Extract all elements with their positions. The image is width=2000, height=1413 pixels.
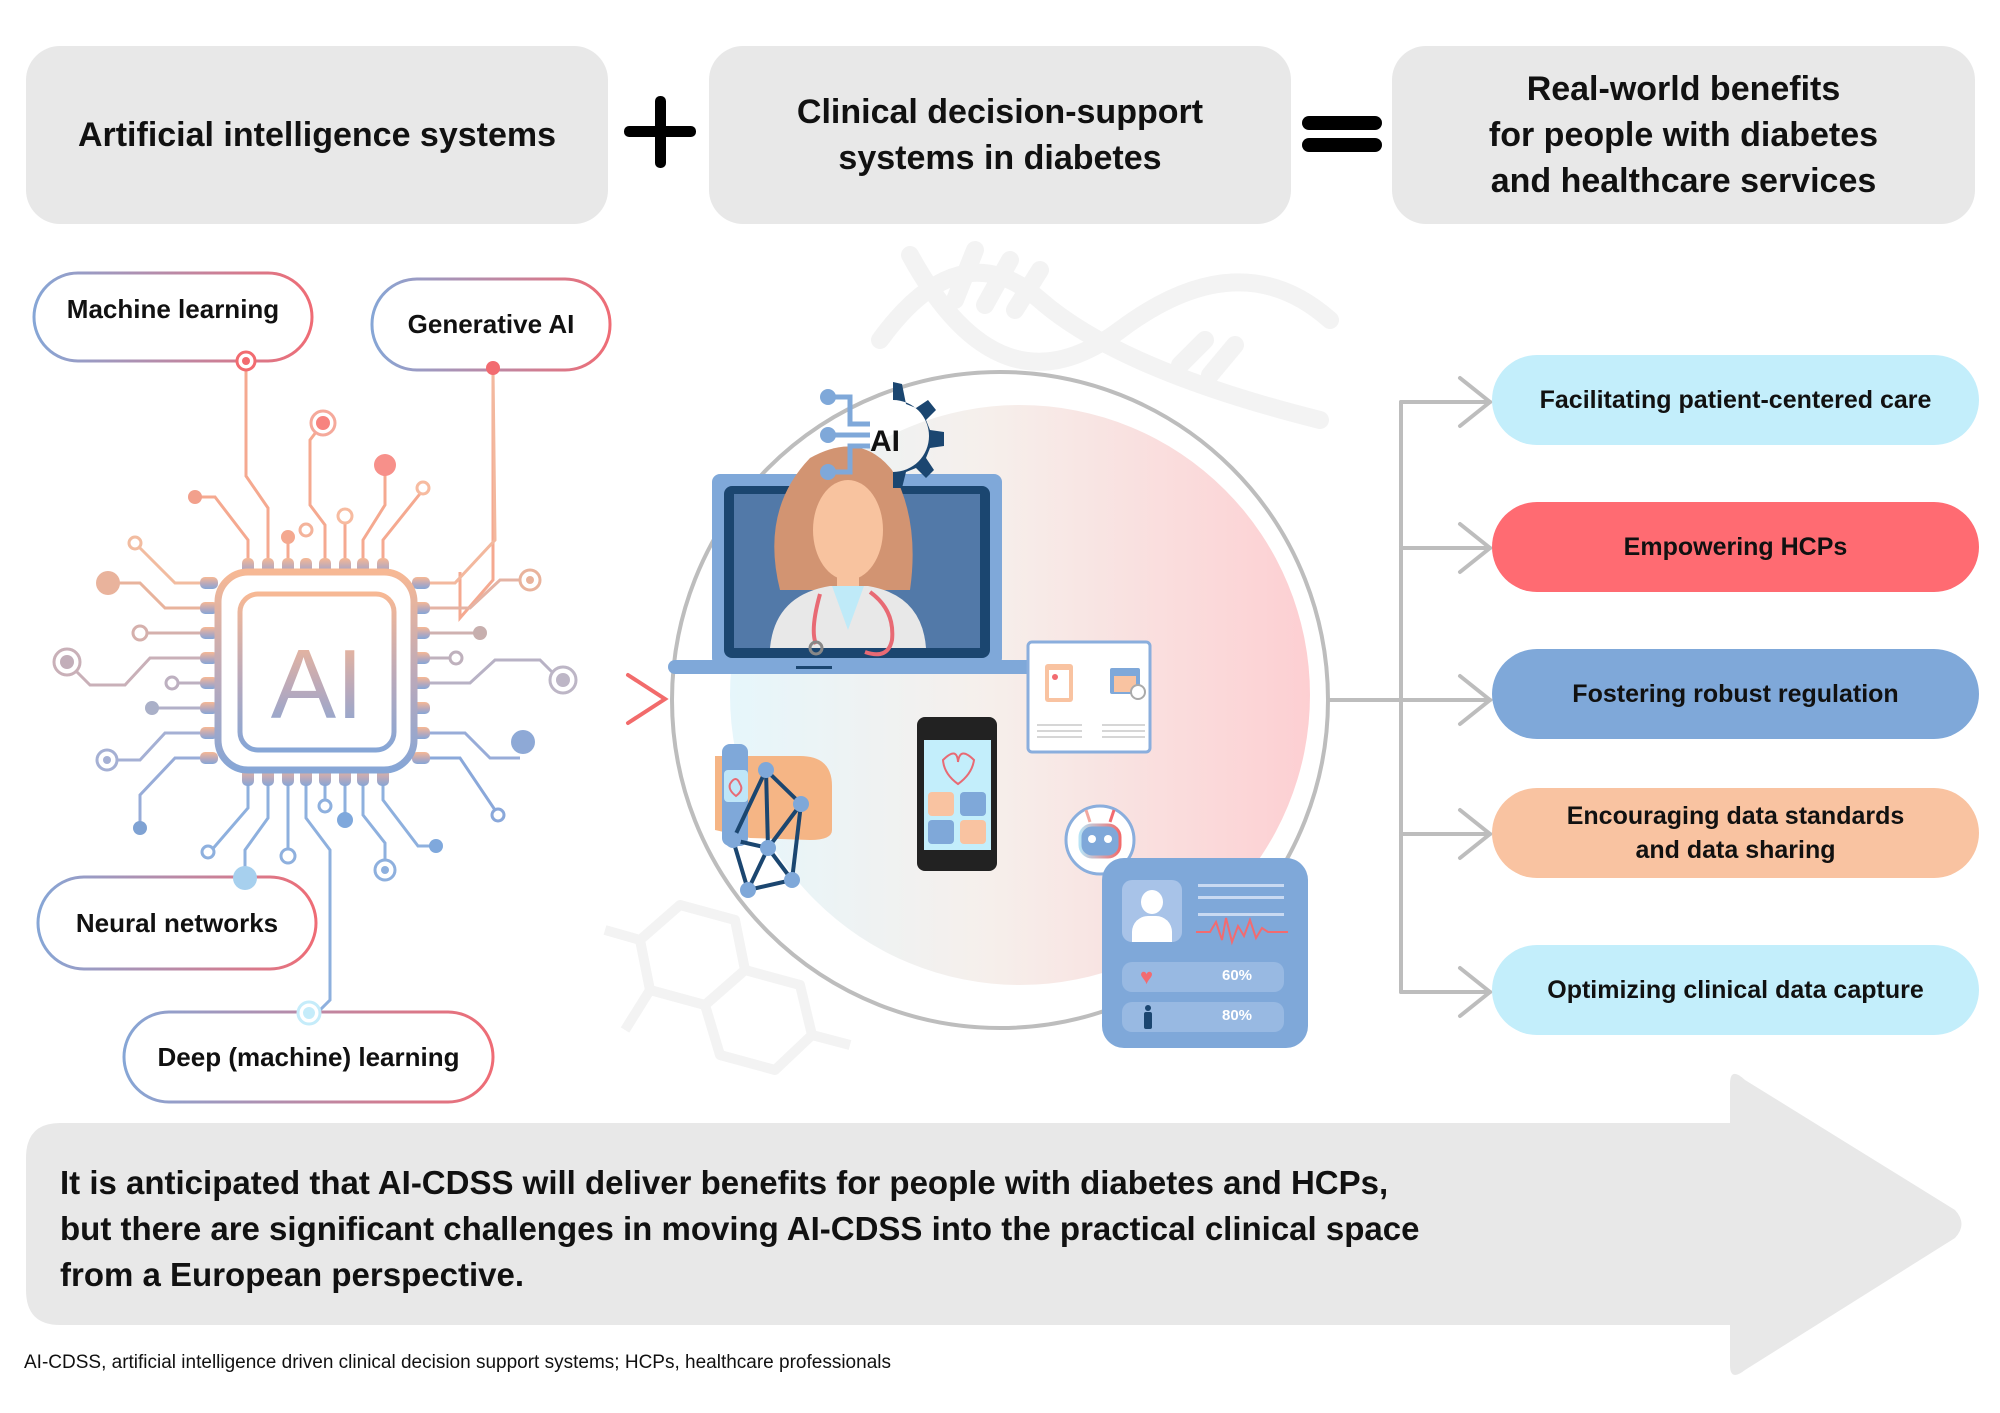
- footnote: AI-CDSS, artificial intelligence driven …: [24, 1352, 891, 1373]
- heart-icon: ♥: [1140, 964, 1154, 989]
- ai-type-label: Machine learning: [66, 293, 280, 324]
- cdss-label-line2: systems in diabetes: [838, 139, 1162, 177]
- smartwatch-icon: [715, 744, 832, 846]
- benefit-data-standards: Encouraging data standards and data shar…: [1492, 788, 1979, 878]
- patient-info-lines: [1198, 884, 1284, 916]
- summary-arrow: [26, 1073, 1962, 1375]
- ai-type-neural-networks: Neural networks: [38, 877, 316, 969]
- ai-gear-label: AI: [870, 425, 900, 458]
- summary-line3: from a European perspective.: [60, 1256, 524, 1293]
- dna-helix-decoration: [871, 241, 1339, 429]
- connector-arrowhead-icon: [626, 673, 669, 725]
- patient-avatar-icon: [1122, 880, 1182, 942]
- benefit-patient-centered-care: Facilitating patient-centered care: [1492, 355, 1979, 445]
- arrowhead-icon: [1458, 522, 1494, 574]
- ai-type-pill-outlines: [32, 271, 612, 1104]
- summary-text: It is anticipated that AI-CDSS will deli…: [60, 1160, 1620, 1298]
- ai-type-machine-learning: Machine learning: [34, 273, 312, 345]
- ai-type-generative-ai: Generative AI: [372, 279, 610, 370]
- ai-type-label: Neural networks: [75, 907, 279, 938]
- doctor-laptop-icon: [668, 446, 1054, 674]
- ai-systems-label: Artificial intelligence systems: [77, 116, 557, 154]
- chip-label: AI: [271, 629, 364, 739]
- heart-rate-row: ♥ 60%: [1122, 962, 1284, 992]
- person-icon: [1144, 1005, 1152, 1029]
- benefit-label: Empowering HCPs: [1623, 533, 1848, 561]
- benefit-label: Facilitating patient-centered care: [1539, 386, 1932, 414]
- patient-info-line: [1198, 896, 1284, 899]
- chatbot-icon: [1064, 804, 1136, 876]
- chip-inner: [237, 591, 397, 753]
- circuit-nodes-sides: [52, 535, 578, 835]
- summary-line2: but there are significant challenges in …: [60, 1210, 1420, 1247]
- benefits-box: Real-world benefits for people with diab…: [1392, 46, 1975, 224]
- benefit-label: Optimizing clinical data capture: [1547, 976, 1924, 1004]
- benefit-connectors: [1328, 376, 1494, 1018]
- circuit-traces-bottom: [208, 780, 433, 1022]
- medical-records-icon: [1026, 640, 1152, 754]
- arrowhead-icon: [1458, 808, 1494, 860]
- arrowhead-icon: [1458, 674, 1494, 726]
- benefit-robust-regulation: Fostering robust regulation: [1492, 649, 1979, 739]
- hexagon-decoration: [603, 900, 852, 1075]
- smartphone-health-app-icon: [917, 717, 997, 871]
- network-icon: [725, 762, 809, 898]
- benefit-clinical-data-capture: Optimizing clinical data capture: [1492, 945, 1979, 1035]
- arrowhead-icon: [1458, 966, 1494, 1018]
- circuit-traces-sides: [68, 367, 562, 823]
- cdss-box: Clinical decision-support systems in dia…: [709, 46, 1291, 224]
- benefit-label-line1: Encouraging data standards: [1566, 802, 1905, 830]
- activity-row: 80%: [1122, 1002, 1284, 1032]
- ai-systems-box: Artificial intelligence systems: [26, 46, 608, 224]
- ai-type-label: Generative AI: [407, 309, 575, 339]
- benefit-label: Fostering robust regulation: [1572, 680, 1899, 708]
- benefit-empowering-hcps: Empowering HCPs: [1492, 502, 1979, 592]
- cdss-illustration: AI: [668, 370, 1330, 1030]
- benefits-label-line3: and healthcare services: [1490, 162, 1877, 200]
- benefits-label-line2: for people with diabetes: [1488, 116, 1879, 154]
- cdss-label-line1: Clinical decision-support: [796, 93, 1204, 131]
- activity-value: 80%: [1222, 1007, 1253, 1024]
- ecg-waveform-icon: [1196, 917, 1288, 946]
- benefits-label-line1: Real-world benefits: [1526, 70, 1841, 108]
- benefit-label-line2: and data sharing: [1635, 836, 1836, 864]
- heart-rate-value: 60%: [1222, 967, 1253, 984]
- ai-type-label: Deep (machine) learning: [157, 1041, 460, 1072]
- plus-icon: [624, 96, 696, 168]
- ai-type-deep-learning: Deep (machine) learning: [124, 1012, 493, 1102]
- patient-card-icon: ♥ 60% 80%: [1102, 858, 1308, 1048]
- ai-gear-icon: AI: [820, 382, 944, 488]
- arrowhead-icon: [1458, 376, 1494, 428]
- summary-line1: It is anticipated that AI-CDSS will deli…: [60, 1164, 1389, 1201]
- equals-icon: [1302, 116, 1382, 152]
